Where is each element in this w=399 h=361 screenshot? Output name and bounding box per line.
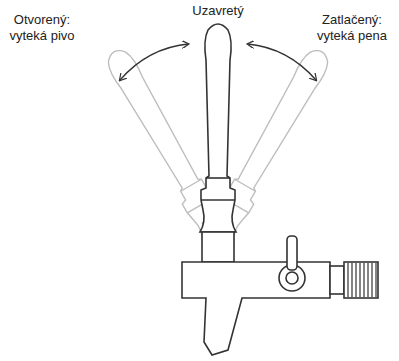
motion-arrow [248,44,316,80]
state-label: Uzavretý [158,3,278,19]
tap-body [182,232,378,355]
thread-line [347,263,348,297]
thread-line [375,263,376,297]
state-label: Zatlačený: vyteká pena [310,12,394,44]
thread-line [367,263,368,297]
thread-line [371,263,372,297]
motion-arrow [120,44,188,80]
state-label: Otvorený: vyteká pivo [2,12,82,44]
handle-closed [200,24,236,232]
thread-line [355,263,356,297]
thread-line [359,263,360,297]
thread-line [363,263,364,297]
thread-line [351,263,352,297]
